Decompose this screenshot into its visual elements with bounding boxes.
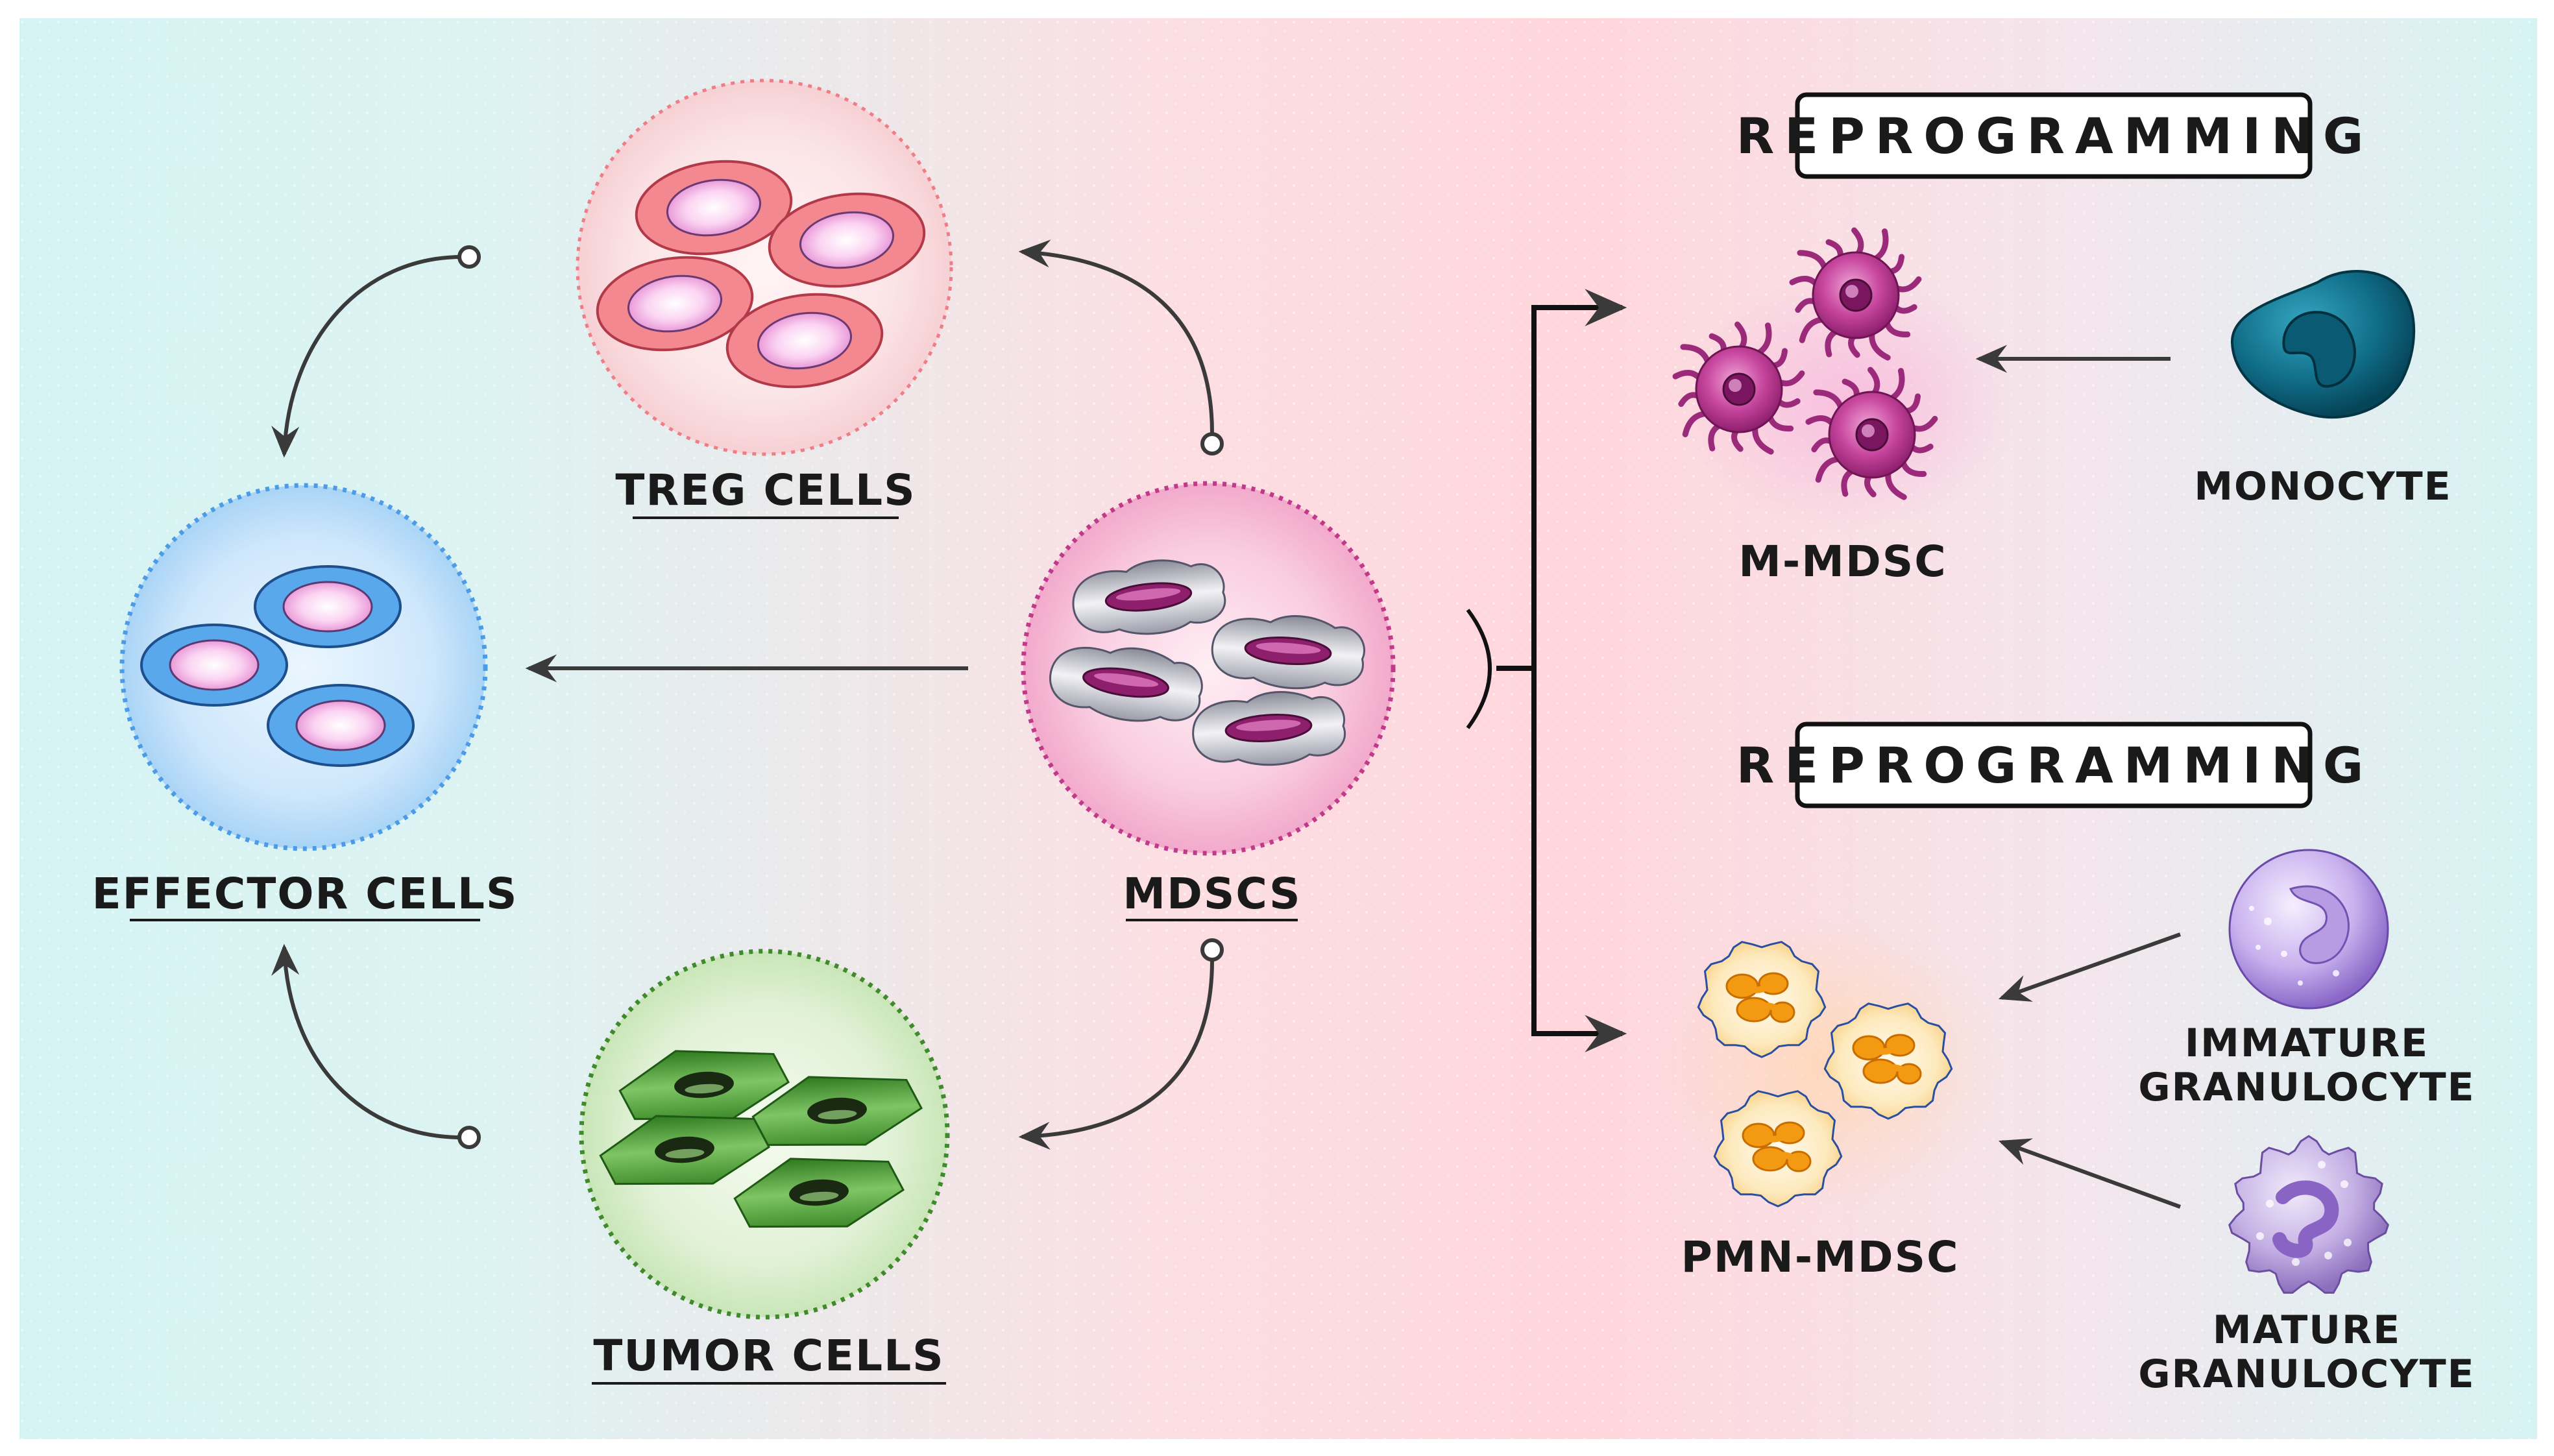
tumor-cell	[733, 1158, 905, 1228]
effector-cell	[140, 624, 288, 707]
effector-cells-circle	[119, 483, 488, 851]
treg-arrow-origin	[457, 245, 481, 269]
pmn-mdsc-group: PMN-MDSC	[1655, 915, 2005, 1282]
effector-cells-group: EFFECTOR CELLS	[92, 483, 518, 921]
m-mdsc-group: M-MDSC	[1672, 227, 2018, 587]
mdscs-tumor-arrow-origin	[1200, 938, 1224, 962]
tumor-cells-label: TUMOR CELLS	[593, 1331, 944, 1381]
immature-granules	[2249, 906, 2339, 986]
treg-to-effector-arrow	[271, 255, 463, 458]
mature-granulocyte-label-line2: GRANULOCYTE	[2138, 1352, 2475, 1397]
treg-cell	[635, 160, 793, 256]
tumor-to-effector-arrow	[271, 943, 463, 1139]
treg-cells-group: TREG CELLS	[576, 79, 953, 519]
reprogramming-top-box: REPROGRAMMING	[1736, 92, 2374, 179]
mature-granulocyte-group: MATURE GRANULOCYTE	[2138, 1135, 2475, 1397]
mdsc-cell	[1072, 559, 1226, 635]
pmn-mdsc-cell	[1713, 1090, 1843, 1207]
mdscs-group: MDSCS	[1021, 481, 1396, 921]
effector-cells-label: EFFECTOR CELLS	[92, 869, 518, 919]
mdscs-to-treg-arrow	[1018, 239, 1214, 434]
mdscs-to-tumor-arrow	[1018, 960, 1214, 1150]
reprogramming-bottom-label: REPROGRAMMING	[1736, 736, 2374, 794]
pmn-mdsc-cell	[1697, 941, 1827, 1058]
mdsc-cell	[1049, 646, 1203, 722]
tumor-cell	[599, 1115, 771, 1185]
reprogramming-top-label: REPROGRAMMING	[1736, 107, 2374, 165]
interaction-arrows	[271, 239, 1224, 1150]
effector-cell	[254, 565, 402, 648]
pmn-mdsc-label: PMN-MDSC	[1681, 1232, 1959, 1282]
m-mdsc-cell	[1805, 367, 1938, 500]
subtype-bracket	[1466, 289, 1627, 1052]
immature-granulocyte-nucleus	[2289, 885, 2350, 964]
treg-cell	[725, 293, 884, 389]
mdsc-cell	[1211, 615, 1365, 690]
m-mdsc-cell	[1672, 321, 1805, 455]
immature-to-pmn-arrow	[1998, 932, 2182, 1002]
monocyte-label: MONOCYTE	[2194, 464, 2451, 509]
monocyte-nucleus	[2282, 311, 2356, 388]
immature-granulocyte-cell	[2228, 849, 2389, 1010]
treg-cells-label: TREG CELLS	[615, 465, 916, 515]
immature-granulocyte-label-line2: GRANULOCYTE	[2138, 1065, 2475, 1110]
tumor-arrow-origin	[457, 1126, 481, 1149]
tumor-cells-group: TUMOR CELLS	[579, 949, 950, 1385]
mature-granulocyte-label-line1: MATURE	[2213, 1307, 2401, 1353]
tumor-cell	[618, 1050, 790, 1121]
bracket-curve	[1466, 609, 1492, 729]
treg-cell	[596, 256, 754, 352]
pmn-mdsc-cell	[1823, 1002, 1953, 1120]
m-mdsc-cell	[1789, 227, 1922, 361]
treg-cell	[768, 192, 926, 288]
monocyte-group: MONOCYTE	[2194, 270, 2451, 509]
mature-granulocyte-cell	[2228, 1135, 2389, 1294]
mdscs-label: MDSCS	[1123, 869, 1301, 919]
mature-to-pmn-arrow	[1998, 1138, 2182, 1209]
effector-cell	[267, 684, 415, 767]
mdscs-treg-arrow-origin	[1200, 432, 1224, 455]
immature-granulocyte-group: IMMATURE GRANULOCYTE	[2138, 849, 2475, 1110]
mdsc-cell	[1192, 691, 1346, 766]
m-mdsc-label: M-MDSC	[1738, 537, 1947, 587]
reprogramming-bottom-box: REPROGRAMMING	[1736, 722, 2374, 808]
immature-granulocyte-label-line1: IMMATURE	[2185, 1021, 2429, 1066]
